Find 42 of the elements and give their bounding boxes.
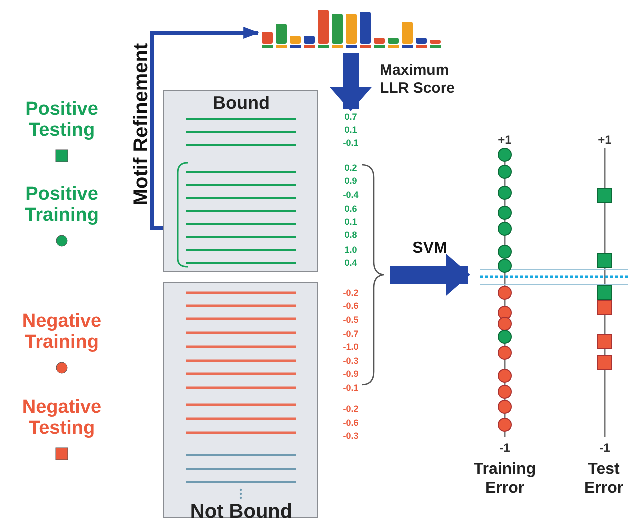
score-value: -0.1 bbox=[342, 138, 360, 148]
legend-label: Positive Testing bbox=[24, 100, 100, 142]
edge-label: Motif Refinement bbox=[130, 42, 154, 208]
score-value: -0.3 bbox=[342, 431, 360, 441]
score-value: -0.4 bbox=[342, 190, 360, 200]
legend-label: Positive Training bbox=[24, 185, 100, 227]
panel-title: Not Bound bbox=[189, 501, 294, 523]
axis-title: Training Error bbox=[472, 460, 538, 498]
score-value: 0.8 bbox=[344, 230, 358, 240]
score-value: -0.7 bbox=[342, 329, 360, 339]
axis-tick-label: -1 bbox=[598, 441, 612, 455]
axis-tick-label: +1 bbox=[597, 133, 613, 147]
score-value: -0.6 bbox=[342, 418, 360, 428]
score-value: 1.0 bbox=[344, 245, 358, 255]
score-value: 0.7 bbox=[344, 112, 358, 122]
edge-label: SVM bbox=[412, 240, 448, 258]
score-value: 0.6 bbox=[344, 204, 358, 214]
arrow bbox=[150, 27, 260, 230]
block-arrow bbox=[330, 53, 372, 112]
score-value: -0.2 bbox=[342, 404, 360, 414]
panel-title: Bound bbox=[212, 93, 271, 114]
score-value: -0.2 bbox=[342, 288, 360, 298]
legend-label: Negative Testing bbox=[21, 398, 103, 440]
axis-title: Test Error bbox=[583, 460, 625, 498]
score-value: -0.6 bbox=[342, 301, 360, 311]
not-bound-panel bbox=[163, 282, 318, 518]
score-value: -1.0 bbox=[342, 342, 360, 352]
block-arrow bbox=[390, 254, 470, 296]
bound-panel bbox=[163, 90, 318, 272]
axis-tick-label: -1 bbox=[498, 441, 512, 455]
score-value: -0.1 bbox=[342, 383, 360, 393]
score-value: -0.3 bbox=[342, 356, 360, 366]
score-value: -0.5 bbox=[342, 315, 360, 325]
score-value: 0.2 bbox=[344, 163, 358, 173]
score-value: 0.1 bbox=[344, 217, 358, 227]
score-value: -0.9 bbox=[342, 369, 360, 379]
legend-label: Negative Training bbox=[21, 312, 103, 354]
axis-tick-label: +1 bbox=[497, 133, 513, 147]
score-value: 0.1 bbox=[344, 125, 358, 135]
score-value: 0.4 bbox=[344, 258, 358, 268]
score-value: 0.9 bbox=[344, 176, 358, 186]
edge-label: Maximum LLR Score bbox=[380, 62, 456, 98]
